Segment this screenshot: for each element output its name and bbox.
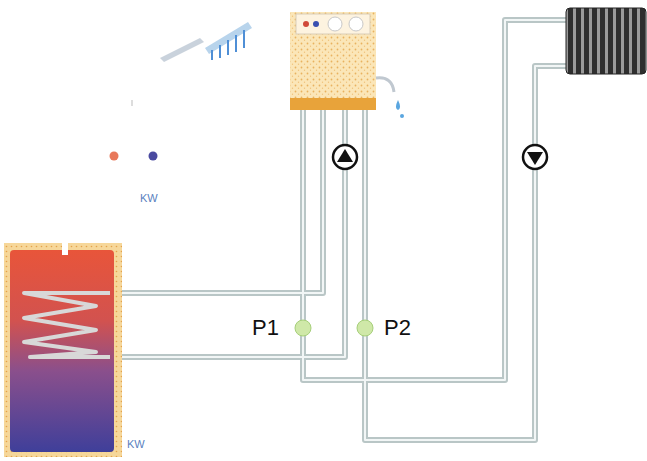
water-label: KW	[140, 193, 158, 204]
radiator	[566, 8, 646, 74]
valve-label: P2	[384, 317, 411, 339]
water-label: KW	[127, 439, 145, 450]
valve-p1	[295, 320, 311, 336]
pump-boiler	[333, 145, 357, 169]
solar-collector	[160, 22, 252, 62]
boiler	[290, 12, 404, 118]
valve-p2	[357, 320, 373, 336]
valve-label: P1	[252, 317, 279, 339]
hot-dot	[110, 152, 119, 161]
storage-tank	[4, 243, 122, 457]
cold-dot	[149, 152, 158, 161]
pump-radiator	[523, 145, 547, 169]
